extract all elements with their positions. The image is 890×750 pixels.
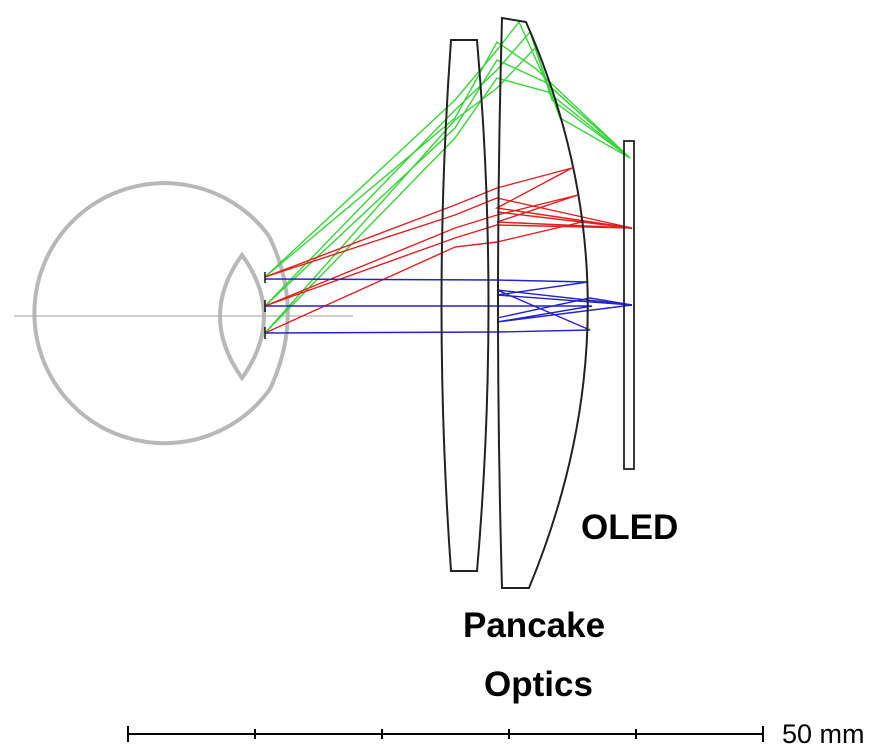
ray [264, 289, 633, 334]
ray [264, 30, 631, 307]
ray [264, 59, 631, 307]
eyeball-outline [32, 181, 272, 446]
rays-mid-field [264, 167, 633, 334]
ray [264, 77, 631, 334]
rays-axial-field [264, 278, 633, 334]
scale-bar [127, 726, 764, 742]
ray [264, 40, 631, 278]
eye [14, 181, 353, 446]
oled-label: OLED [581, 508, 678, 547]
pancake-lens-2 [497, 16, 589, 589]
pancake-lens-1 [440, 39, 490, 572]
eye-lens [218, 251, 266, 382]
ray [264, 197, 633, 278]
optics-label-line2: Optics [484, 665, 593, 704]
scale-bar-label: 50 mm [782, 719, 865, 749]
ray [264, 167, 633, 278]
ray [264, 194, 633, 307]
ray [264, 20, 631, 278]
ray [265, 304, 633, 323]
rays-top-field [264, 20, 631, 334]
ray [264, 224, 633, 307]
oled-panel [623, 140, 635, 470]
ray [264, 211, 633, 334]
optics-label-line1: Pancake [463, 606, 605, 645]
eye-cornea [267, 235, 290, 390]
ray [496, 297, 633, 319]
